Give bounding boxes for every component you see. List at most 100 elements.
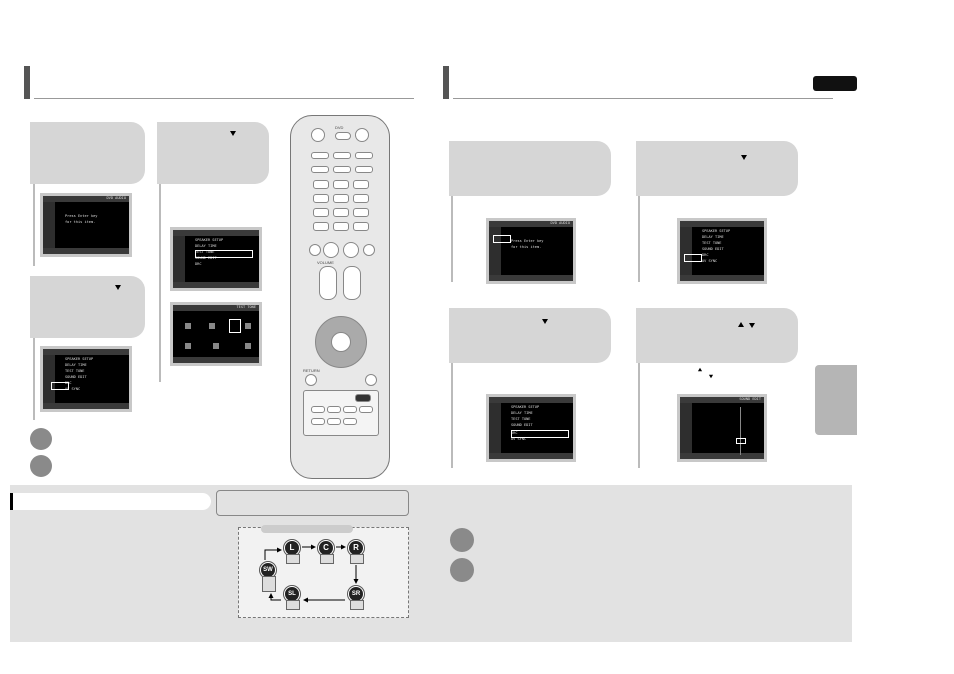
osd-screen-5: SPEAKER SETUP DELAY TIME TEST TONE SOUND…	[677, 218, 767, 284]
page-badge	[813, 76, 857, 91]
step-box-1	[30, 122, 145, 184]
remote-num-7[interactable]	[313, 208, 329, 217]
osd-menu-3: TEST TONE	[702, 241, 722, 245]
osd-menu-4: SOUND EDIT	[511, 423, 533, 427]
step-line-3	[159, 184, 161, 382]
remote-cancel-button[interactable]	[313, 222, 329, 231]
step-line-1	[33, 184, 35, 266]
remote-label-return: RETURN	[303, 368, 320, 373]
osd-press-enter-1: Press Enter key	[65, 214, 98, 218]
osd-screen-4: DVD AUDIO Press Enter key for this item.	[486, 218, 576, 284]
osd-menu-4: SOUND EDIT	[195, 256, 217, 260]
step-line-6	[451, 363, 453, 468]
step-box-2	[30, 276, 145, 338]
osd-menu-1: SPEAKER SETUP	[195, 238, 224, 242]
remote-num-5[interactable]	[333, 194, 349, 203]
speaker-front-right: R	[347, 540, 365, 564]
osd-menu-5: DRC	[702, 253, 709, 257]
osd-menu-6: AV SYNC	[702, 259, 718, 263]
bullet-circle	[30, 455, 52, 477]
osd-mode-label: DVD AUDIO	[550, 221, 570, 225]
remote-dvd-button[interactable]	[335, 132, 351, 140]
speaker-order-arrows	[264, 544, 359, 603]
osd-menu-2: DELAY TIME	[511, 411, 533, 415]
remote-stop-button[interactable]	[323, 242, 339, 258]
step-box-7	[636, 308, 798, 363]
bullet-circle	[30, 428, 52, 450]
up-arrow-icon	[738, 322, 744, 327]
bottom-info-panel	[10, 485, 852, 642]
left-title-rule	[34, 98, 414, 99]
down-arrow-icon	[115, 285, 121, 290]
remote-volume-rocker[interactable]	[319, 266, 337, 300]
speaker-surround-right: SR	[347, 586, 365, 610]
step-box-6	[449, 308, 611, 363]
remote-test-tone-button[interactable]	[355, 394, 371, 402]
osd-menu-5: DRC	[195, 262, 202, 266]
down-arrow-icon	[708, 374, 714, 379]
osd-menu-6: AV SYNC	[511, 437, 527, 441]
remote-num-0[interactable]	[333, 222, 349, 231]
side-tab	[815, 365, 857, 435]
osd-press-enter-2: for this item.	[65, 220, 96, 224]
step-box-4	[449, 141, 611, 196]
osd-menu-3: TEST TONE	[65, 369, 85, 373]
remote-speaker-setup-button[interactable]	[311, 152, 329, 159]
remote-label-volume: VOLUME	[317, 260, 334, 265]
remote-eject-button[interactable]	[355, 128, 369, 142]
osd-menu-5: DRC	[511, 431, 518, 435]
osd-menu-1: SPEAKER SETUP	[511, 405, 540, 409]
remote-menu-button[interactable]	[333, 152, 351, 159]
step-box-5	[636, 141, 798, 196]
speaker-surround-left: SL	[283, 586, 301, 610]
speaker-front-left: L	[283, 540, 301, 564]
step-line-5	[638, 196, 640, 282]
remote-num-6[interactable]	[353, 194, 369, 203]
down-arrow-icon	[749, 323, 755, 328]
osd-sound-edit-label: SOUND EDIT	[739, 397, 761, 401]
osd-press-enter-2: for this item.	[511, 245, 542, 249]
remote-prev-button[interactable]	[309, 244, 321, 256]
step-line-4	[451, 196, 453, 282]
remote-num-4[interactable]	[313, 194, 329, 203]
osd-screen-1: DVD AUDIO Press Enter key for this item.	[40, 193, 132, 257]
remote-mode-button[interactable]	[355, 152, 373, 159]
remote-play-pause-button[interactable]	[343, 242, 359, 258]
remote-num-8[interactable]	[333, 208, 349, 217]
speaker-center: C	[317, 540, 335, 564]
osd-menu-4: SOUND EDIT	[702, 247, 724, 251]
speaker-subwoofer: SW	[259, 562, 277, 592]
osd-menu-2: DELAY TIME	[702, 235, 724, 239]
osd-screen-3: SPEAKER SETUP DELAY TIME TEST TONE SOUND…	[170, 227, 262, 291]
bullet-circle	[450, 528, 474, 552]
remote-num-3[interactable]	[353, 180, 369, 189]
osd-menu-3: TEST TONE	[195, 250, 215, 254]
remote-tuning-rocker[interactable]	[343, 266, 361, 300]
osd-screen-sound-edit: SOUND EDIT	[677, 394, 767, 462]
up-arrow-icon	[697, 367, 703, 372]
remote-num-1[interactable]	[313, 180, 329, 189]
osd-menu-2: DELAY TIME	[65, 363, 87, 367]
remote-return-button[interactable]	[305, 374, 317, 386]
osd-screen-test-tone: TEST TONE	[170, 302, 262, 366]
remote-next-button[interactable]	[363, 244, 375, 256]
remote-num-2[interactable]	[333, 180, 349, 189]
down-arrow-icon	[542, 319, 548, 324]
step-box-3	[157, 122, 269, 184]
bullet-circle	[450, 558, 474, 582]
osd-test-tone-label: TEST TONE	[236, 305, 256, 309]
diagram-caption-bar	[261, 525, 353, 533]
remote-power-button[interactable]	[311, 128, 325, 142]
remote-num-9[interactable]	[353, 208, 369, 217]
osd-menu-1: SPEAKER SETUP	[65, 357, 94, 361]
down-arrow-icon	[230, 131, 236, 136]
bottom-panel-note-box	[216, 490, 409, 516]
remote-enter-button[interactable]	[331, 332, 351, 352]
osd-mode-label: DVD AUDIO	[106, 196, 126, 200]
remote-enter-num-button[interactable]	[353, 222, 369, 231]
left-title-bar	[24, 66, 30, 99]
osd-screen-2: SPEAKER SETUP DELAY TIME TEST TONE SOUND…	[40, 346, 132, 412]
osd-press-enter-1: Press Enter key	[511, 239, 544, 243]
remote-info-button[interactable]	[365, 374, 377, 386]
bottom-panel-heading-bar	[10, 493, 211, 510]
